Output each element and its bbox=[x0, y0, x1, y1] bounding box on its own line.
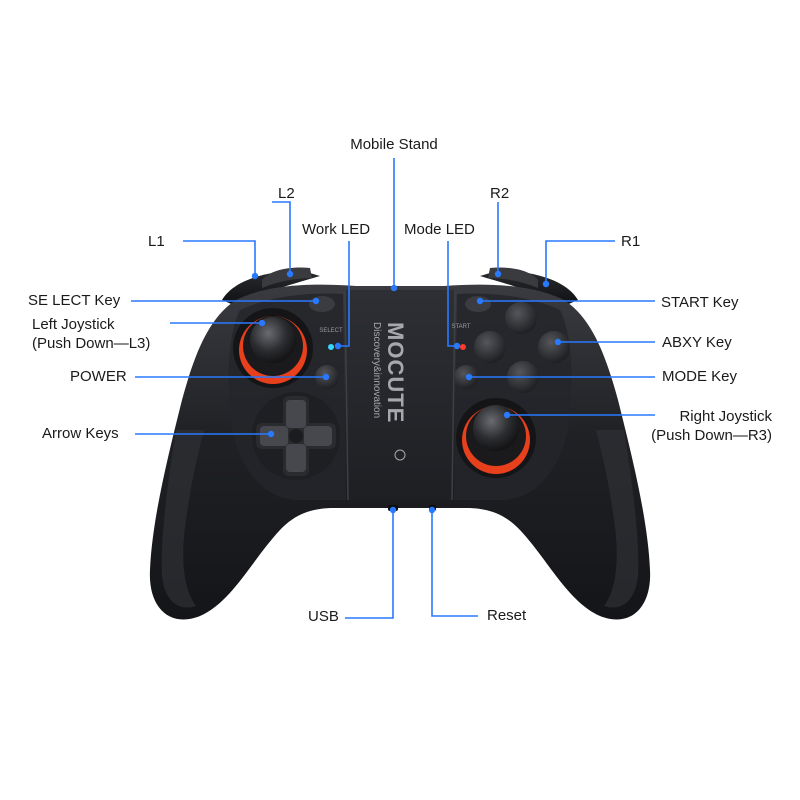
right-grip-highlight bbox=[596, 430, 639, 608]
brand-registered-icon bbox=[394, 449, 406, 461]
brand-logo: MOCUTE bbox=[383, 322, 408, 423]
label-left-joystick: Left Joystick (Push Down—L3) bbox=[32, 315, 150, 353]
label-right-joystick: Right Joystick (Push Down—R3) bbox=[622, 407, 772, 445]
dpad bbox=[252, 392, 340, 480]
right-joystick bbox=[456, 398, 536, 478]
label-mode-led: Mode LED bbox=[404, 221, 475, 238]
left-grip-highlight bbox=[161, 430, 204, 608]
label-r1: R1 bbox=[621, 233, 641, 250]
label-usb: USB bbox=[308, 608, 339, 625]
label-power: POWER bbox=[70, 368, 127, 385]
label-right-joystick-title: Right Joystick bbox=[679, 408, 772, 425]
label-left-joystick-title: Left Joystick bbox=[32, 316, 115, 333]
l2-trigger bbox=[262, 267, 312, 288]
start-button-text: START bbox=[451, 324, 470, 330]
abxy-buttons bbox=[474, 302, 570, 393]
start-button: START bbox=[451, 296, 491, 330]
label-select-key: SE LECT Key bbox=[28, 292, 121, 309]
select-button-text: SELECT bbox=[319, 328, 343, 334]
label-abxy-key: ABXY Key bbox=[662, 334, 732, 351]
center-panel bbox=[345, 290, 455, 500]
label-work-led: Work LED bbox=[302, 221, 371, 238]
leader-dots bbox=[251, 270, 562, 514]
left-joystick bbox=[233, 308, 313, 388]
label-mode-key: MODE Key bbox=[662, 368, 738, 385]
label-l1: L1 bbox=[148, 233, 165, 250]
label-left-joystick-sub: (Push Down—L3) bbox=[32, 335, 151, 352]
label-arrow-keys: Arrow Keys bbox=[42, 425, 119, 442]
brand-tagline: Discovery&innovation bbox=[371, 322, 382, 418]
label-r2: R2 bbox=[490, 185, 510, 202]
brand-group: MOCUTE Discovery&innovation bbox=[371, 322, 408, 423]
mode-led bbox=[460, 344, 466, 350]
label-right-joystick-sub: (Push Down—R3) bbox=[651, 427, 772, 444]
leader-lines bbox=[131, 158, 655, 619]
label-start-key: START Key bbox=[661, 294, 739, 311]
label-l2: L2 bbox=[278, 185, 295, 202]
label-reset: Reset bbox=[487, 607, 527, 624]
work-led bbox=[328, 344, 334, 350]
label-mobile-stand: Mobile Stand bbox=[350, 136, 438, 153]
